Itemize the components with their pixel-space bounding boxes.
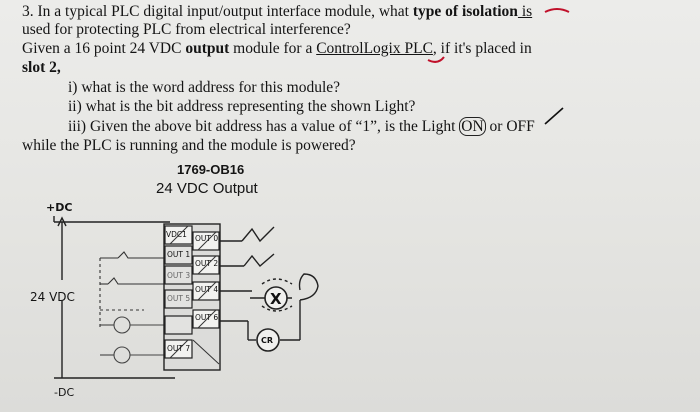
light-label: X bbox=[270, 290, 282, 308]
question-text-end: is bbox=[517, 3, 533, 20]
terminal-out4: OUT 4 bbox=[195, 285, 218, 294]
light-symbol: X bbox=[264, 286, 288, 310]
cr-label: CR bbox=[261, 336, 273, 345]
terminal-labels: VDC1 OUT 0 OUT 1 OUT 2 OUT 3 OUT 4 OUT 5… bbox=[166, 230, 218, 353]
control-relay-symbol: CR bbox=[256, 328, 280, 352]
question-line-2: used for protecting PLC from electrical … bbox=[22, 21, 351, 38]
supply-wiring bbox=[53, 216, 175, 379]
plus-dc-label: +DC bbox=[46, 201, 73, 214]
question-line-1: 3. In a typical PLC digital input/output… bbox=[22, 2, 532, 21]
option-or: or bbox=[485, 118, 507, 135]
given-text: Given a 16 point 24 VDC bbox=[22, 40, 186, 57]
terminal-out0: OUT 0 bbox=[195, 234, 218, 243]
supply-label: 24 VDC bbox=[30, 290, 75, 304]
terminal-out7: OUT 7 bbox=[167, 344, 190, 353]
terminal-vdc1: VDC1 bbox=[166, 230, 187, 239]
output-wiring bbox=[220, 226, 319, 341]
terminal-out1: OUT 1 bbox=[167, 250, 190, 259]
module-description: 24 VDC Output bbox=[156, 180, 258, 197]
minus-dc-label: -DC bbox=[54, 386, 75, 399]
given-text-mid: module for a bbox=[229, 40, 317, 57]
given-platform: ControlLogix PLC bbox=[316, 40, 433, 57]
sub-question-iii: iii) Given the above bit address has a v… bbox=[68, 117, 535, 136]
module-id: 1769-OB16 bbox=[177, 162, 245, 177]
given-emphasis: output bbox=[185, 40, 230, 57]
question-text: In a typical PLC digital input/output in… bbox=[37, 3, 413, 20]
output-switches bbox=[99, 251, 164, 330]
given-line-1: Given a 16 point 24 VDC output module fo… bbox=[22, 39, 532, 58]
terminal-out3: OUT 3 bbox=[167, 271, 190, 280]
pen-mark-top bbox=[544, 8, 570, 13]
option-on: ON bbox=[459, 117, 486, 136]
terminal-out5: OUT 5 bbox=[167, 294, 190, 303]
given-text-end: , if it's placed in bbox=[432, 40, 532, 57]
question-number: 3. bbox=[22, 3, 34, 20]
indicator-circles bbox=[100, 316, 164, 364]
sub-question-iii-line-2: while the PLC is running and the module … bbox=[22, 137, 356, 154]
option-off: OFF bbox=[506, 118, 535, 135]
terminal-out6: OUT 6 bbox=[195, 313, 218, 322]
pen-mark-off bbox=[544, 107, 564, 125]
sub-question-ii: ii) what is the bit address representing… bbox=[68, 98, 416, 115]
terminal-block bbox=[163, 223, 221, 371]
terminal-out2: OUT 2 bbox=[195, 259, 218, 268]
given-line-2: slot 2, bbox=[22, 59, 61, 76]
pen-mark-underline bbox=[427, 56, 445, 63]
sub-question-iii-text: iii) Given the above bit address has a v… bbox=[68, 118, 460, 135]
question-emphasis: type of isolation bbox=[412, 3, 518, 20]
sub-question-i: i) what is the word address for this mod… bbox=[68, 79, 341, 96]
